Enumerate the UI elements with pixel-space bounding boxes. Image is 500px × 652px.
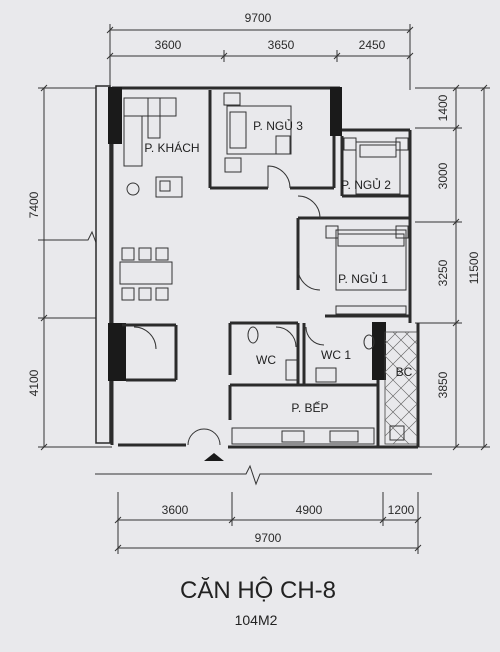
living-furniture: [123, 97, 183, 198]
column-mid-left: [108, 323, 126, 381]
kitchen-counter: [231, 427, 375, 445]
dim-top-1: 3600: [155, 38, 182, 52]
top-dimension-lines: [106, 24, 414, 90]
column-mid-right: [372, 322, 386, 380]
break-line-bottom: [95, 464, 432, 486]
dim-right-2: 3000: [436, 162, 450, 189]
bathroom-fixtures: [247, 326, 375, 383]
dim-bottom-1: 3600: [162, 503, 189, 517]
entrance-marker: [204, 453, 224, 461]
room-label-bedroom1: P. NGỦ 1: [338, 271, 388, 286]
dim-right-total: 11500: [467, 251, 481, 284]
dim-left-2: 4100: [27, 369, 41, 396]
room-label-living: P. KHÁCH: [144, 140, 199, 155]
interior-walls: [122, 90, 410, 447]
dim-top-total: 9700: [245, 11, 272, 25]
bedroom2-furniture: [343, 137, 409, 195]
dim-right-4: 3850: [436, 371, 450, 398]
doors: [133, 165, 325, 446]
room-label-wc: WC: [256, 353, 276, 367]
bottom-dimension-lines: [114, 492, 422, 554]
dim-top-2: 3650: [268, 38, 295, 52]
dining-set: [119, 247, 173, 301]
room-label-wc1: WC 1: [321, 348, 351, 362]
column-top-right: [330, 87, 342, 136]
column-top-left: [108, 87, 122, 144]
room-label-balcony: BC: [396, 365, 413, 379]
balcony-tiles: [384, 331, 418, 445]
bedroom3-furniture: [223, 92, 292, 173]
dim-bottom-total: 9700: [255, 531, 282, 545]
bedroom1-furniture: [325, 225, 409, 315]
dim-right-3: 3250: [436, 259, 450, 286]
dim-bottom-3: 1200: [388, 503, 415, 517]
dim-left-1: 7400: [27, 191, 41, 218]
plan-title: CĂN HỘ CH-8: [180, 576, 336, 604]
right-dimension-lines: [415, 84, 490, 451]
room-label-kitchen: P. BẾP: [291, 400, 328, 415]
room-label-bedroom3: P. NGỦ 3: [253, 118, 303, 133]
exterior-walls: [95, 85, 420, 449]
dim-right-1: 1400: [436, 94, 450, 121]
dim-top-3: 2450: [359, 38, 386, 52]
plan-area: 104M2: [235, 612, 278, 628]
dim-bottom-2: 4900: [296, 503, 323, 517]
room-label-bedroom2: P. NGỦ 2: [341, 177, 391, 192]
